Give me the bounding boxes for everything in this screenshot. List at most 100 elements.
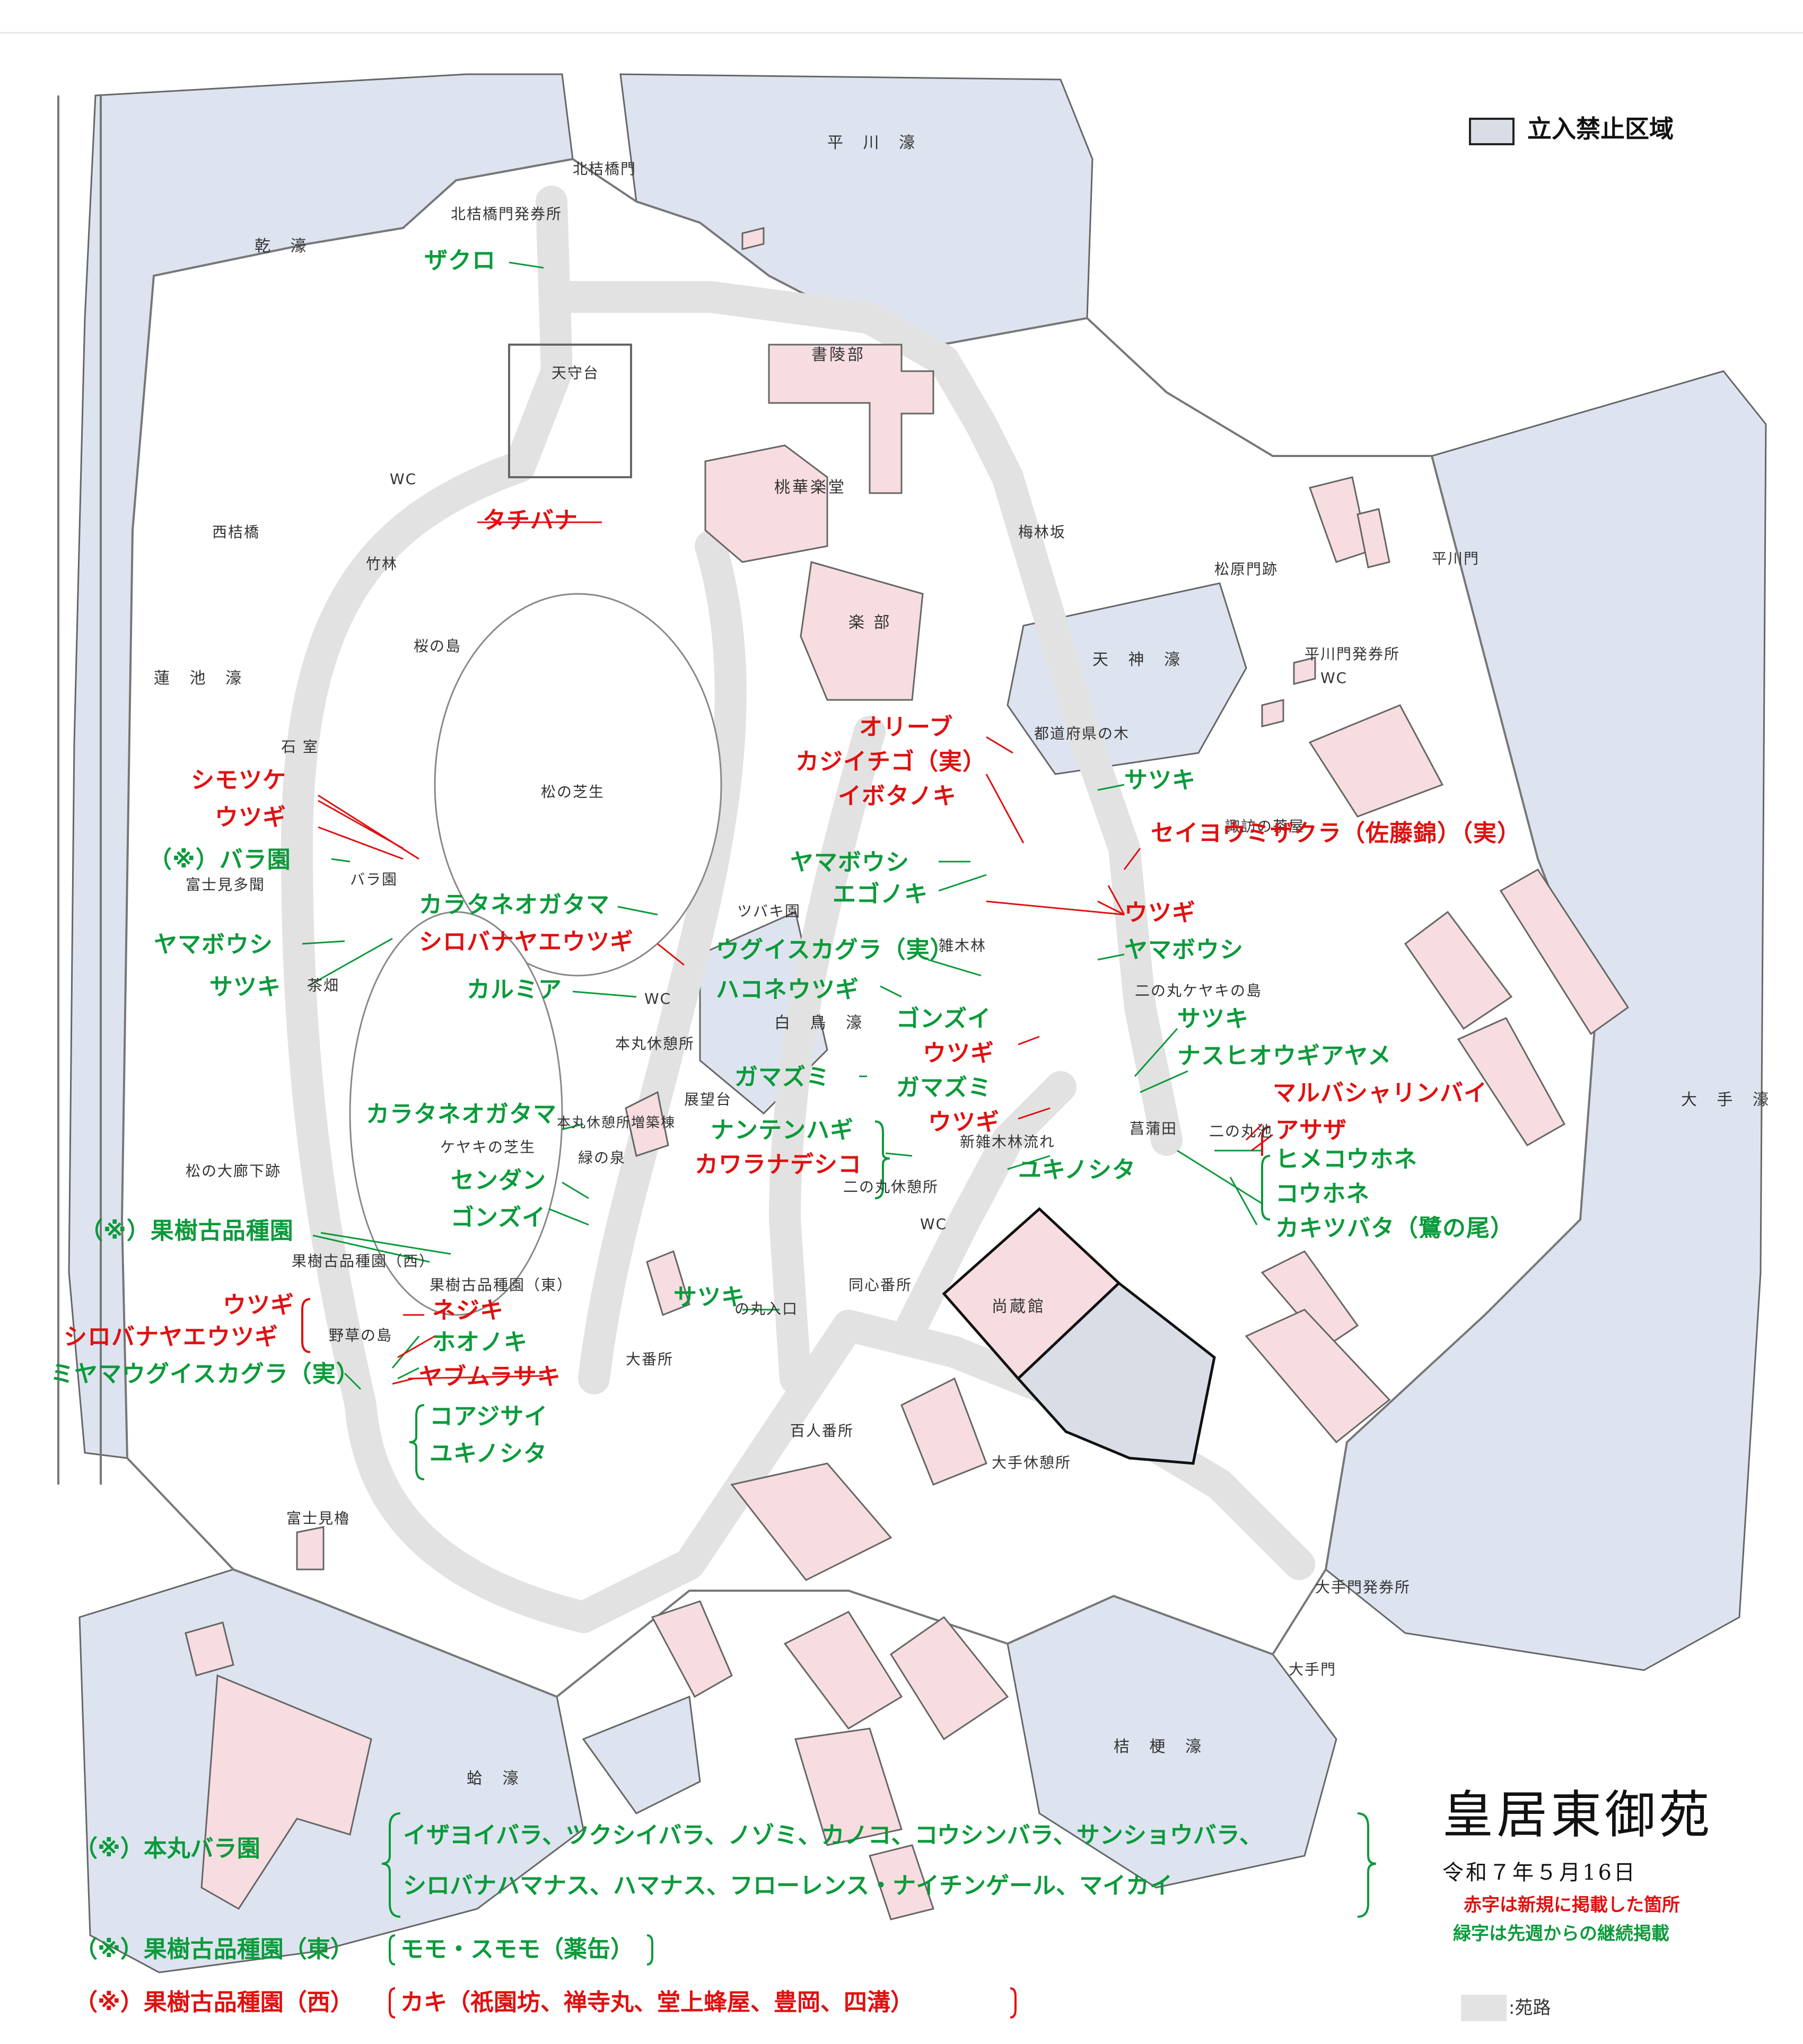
ishimuro-label: 石 室 [281,738,319,756]
restricted-area [1016,1281,1216,1465]
plant-uguisukagura: ウグイスカグラ（実） [716,936,954,963]
rose-garden-label: バラ園 [350,871,398,888]
brackets [301,1120,1377,2019]
plant-yamaboushi: ヤマボウシ [154,931,273,958]
plant-olive: オリーブ [859,714,953,741]
hirakawa-ticket-label: 平川門発券所 [1305,645,1401,663]
note-red: 赤字は新規に掲載した箇所 [1464,1894,1680,1916]
tsubaki-garden-label: ツバキ園 [737,902,801,920]
plant-utsugi: ウツギ [1124,899,1196,926]
plant-marubasharinbai: マルバシャリンバイ [1273,1080,1487,1107]
fruit-garden-west-note: （※）果樹古品種園（西） [74,1989,354,2016]
fujimi-yagura-label: 富士見櫓 [286,1510,351,1527]
matsubara-gate-label: 松原門跡 [1214,560,1279,578]
wc-label: WC [390,470,417,488]
plant-utsugi: ウツギ [215,804,286,831]
hirakawa-moat-label: 平 川 濠 [827,134,923,152]
plant-shirobana-yaeutsugi: シロバナヤエウツギ [419,928,634,955]
plant-hakoneutsugi: ハコネウツギ [716,976,859,1003]
plant-gonzui: ゴンズイ [451,1204,546,1231]
tenshudai-outline [508,344,632,478]
plant-yamaboushi: ヤマボウシ [1124,936,1244,963]
leader-lines [302,261,1273,1390]
plant-shirobana-yaeutsugi: シロバナヤエウツギ [64,1323,278,1350]
plant-satsuki: サツキ [1124,767,1196,794]
fruit-garden-west-items: カキ（祇園坊、禅寺丸、堂上蜂屋、豊岡、四溝） [400,1989,914,2016]
map-title: 皇居東御苑 [1442,1785,1713,1845]
matsu-corridor-label: 松の大廊下跡 [186,1162,282,1180]
honmaru-rose-garden-label: （※）本丸バラ園 [74,1835,260,1862]
kikyo-moat-label: 桔 梗 濠 [1114,1738,1209,1756]
ninomaru-rest-label: 二の丸休憩所 [843,1178,939,1196]
plant-gamazumi: ガマズミ [734,1064,830,1091]
buildings [185,227,1630,1920]
new-zoki-stream-label: 新雑木林流れ [960,1133,1056,1151]
plant-sendan: センダン [451,1167,546,1194]
inui-moat-label: 乾 濠 [255,237,314,256]
plant-kouhone: コウホネ [1275,1180,1370,1207]
shozokan-label: 尚蔵館 [992,1297,1046,1316]
wc-label: WC [1320,669,1348,687]
plant-egonoki: エゴノキ [833,881,928,908]
plant-zakuro: ザクロ [424,247,496,274]
legend-restricted-label: 立入禁止区域 [1527,115,1674,143]
lawns [349,593,722,1316]
observatory-label: 展望台 [684,1091,732,1108]
ote-rest-label: 大手休憩所 [992,1454,1072,1471]
plant-rose-garden-note: （※）バラ園 [148,846,291,873]
gakubu-label: 楽 部 [848,613,892,632]
plant-asaza: アサザ [1275,1117,1347,1144]
yasou-island-label: 野草の島 [329,1327,393,1344]
kitahanebashi-ticket-label: 北桔橋門発券所 [451,205,563,223]
chikurin-label: 竹林 [366,555,398,573]
plant-kawaranadeshiko: カワラナデシコ [695,1151,862,1178]
plant-honoki: ホオノキ [432,1329,528,1356]
prefecture-trees-label: 都道府県の木 [1034,725,1130,742]
baibayashizaka-label: 梅林坂 [1018,523,1066,541]
entrance-label: の丸入口 [734,1300,799,1318]
ninomaru-pond-label: 二の丸池 [1209,1122,1273,1140]
fujimi-tamon-label: 富士見多聞 [186,876,266,893]
midori-spring-label: 緑の泉 [578,1149,626,1166]
plant-satsuki: サツキ [1177,1005,1249,1032]
matsu-lawn-label: 松の芝生 [541,783,605,801]
honmaru-rest-label: 本丸休憩所 [615,1035,695,1052]
ote-ticket-label: 大手門発券所 [1315,1578,1411,1596]
legend-restricted-swatch [1469,118,1515,145]
doshin-bansho-label: 同心番所 [848,1276,913,1294]
ote-moat-label: 大 手 濠 [1681,1091,1776,1109]
oban-sho-label: 大番所 [626,1350,674,1368]
fruit-garden-west-label: 果樹古品種園（西） [292,1252,435,1270]
chabatake-label: 茶畑 [308,977,340,994]
plant-karatane-ogatama: カラタネオガタマ [366,1101,557,1128]
wc-label: WC [644,990,672,1007]
plant-ibotanoki: イボタノキ [838,783,957,810]
plant-yukinoshita: ユキノシタ [1018,1156,1136,1183]
keyaki-lawn-label: ケヤキの芝生 [440,1138,536,1156]
honmaru-rose-varieties-line2: シロバナハマナス、ハマナス、フローレンス・ナイチンゲール、マイカイ [403,1872,1173,1899]
plant-seiyoumizakura: セイヨウミザクラ（佐藤錦）（実） [1151,820,1521,847]
plant-shimotsuke: シモツケ [191,767,286,794]
honmaru-rose-varieties-line1: イザヨイバラ、ツクシイバラ、ノゾミ、カノコ、コウシンバラ、サンショウバラ、 [403,1822,1263,1849]
hakucho-moat-label: 白 鳥 濠 [774,1014,870,1032]
plant-miyamauguisukagura: ミヤマウグイスカグラ（実） [50,1361,360,1388]
legend-path-swatch [1461,1995,1507,2021]
plant-nejiki: ネジキ [432,1297,504,1324]
hirakawa-gate-label: 平川門 [1432,550,1480,567]
plant-nantenhagi: ナンテンハギ [711,1117,854,1144]
legend-path-label: :苑路 [1509,1997,1551,2019]
garden-paths [281,186,1315,1633]
zoki-forest-label: 雑木林 [939,937,987,954]
plant-satsuki: サツキ [209,973,281,1001]
suwa-teahouse-label: 諏訪の茶屋 [1225,818,1305,835]
shobuda-label: 菖蒲田 [1130,1120,1178,1137]
wc-label: WC [920,1215,948,1233]
plant-utsugi: ウツギ [923,1040,994,1067]
plant-kakitsubata: カキツバタ（鷺の尾） [1275,1215,1514,1242]
plant-koajisai: コアジサイ [430,1403,548,1430]
ote-gate-label: 大手門 [1289,1661,1337,1678]
plant-yukinoshita: ユキノシタ [430,1440,547,1467]
tokagakudo-label: 桃華楽堂 [774,478,846,497]
honmaru-rest-annex-label: 本丸休憩所増築棟 [557,1115,676,1131]
